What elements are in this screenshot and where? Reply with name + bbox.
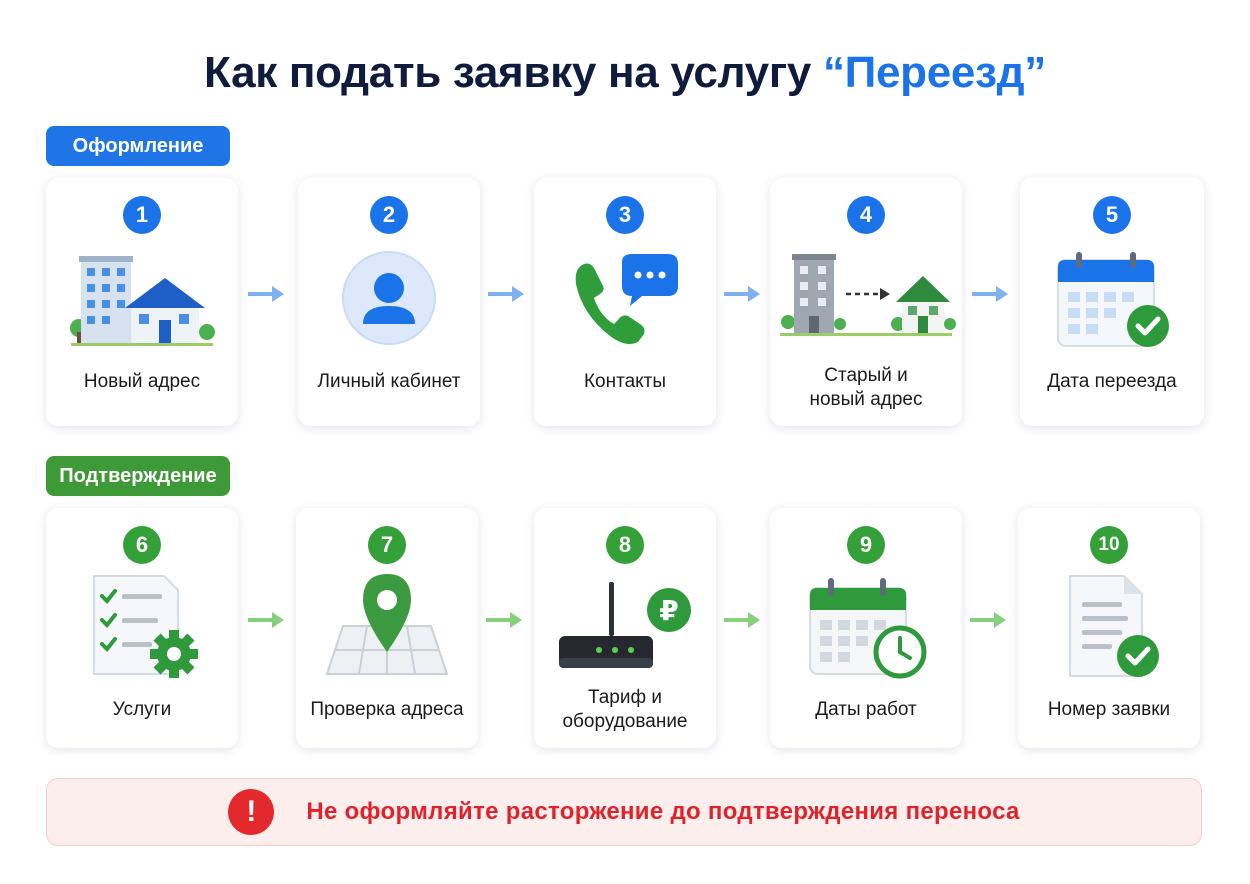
user-account-icon xyxy=(298,250,480,346)
arrow-right-icon xyxy=(724,286,760,302)
step-label-line1: Тариф и xyxy=(587,687,663,708)
step-number-badge: 5 xyxy=(1093,196,1131,234)
calendar-clock-icon xyxy=(770,576,962,680)
router-ruble-icon: ₽ xyxy=(534,580,716,676)
calendar-check-icon xyxy=(1020,250,1204,350)
arrow-right-icon xyxy=(486,612,522,628)
step-number-badge: 7 xyxy=(368,526,406,564)
step-number-badge: 1 xyxy=(123,196,161,234)
step-card-4: 4 Старый и новый адрес xyxy=(770,178,962,426)
section-label-confirmation: Подтверждение xyxy=(46,456,230,496)
arrow-right-icon xyxy=(248,286,284,302)
step-label: Старый и новый адрес xyxy=(776,364,956,412)
step-label: Новый адрес xyxy=(83,371,201,392)
step-number-badge: 3 xyxy=(606,196,644,234)
warning-text: Не оформляйте расторжение до подтвержден… xyxy=(306,798,1020,825)
page-title: Как подать заявку на услугу “Переезд” xyxy=(0,48,1250,98)
step-number-badge: 4 xyxy=(847,196,885,234)
page-title-accent: “Переезд” xyxy=(822,48,1046,97)
step-number-badge: 10 xyxy=(1090,526,1128,564)
arrow-right-icon xyxy=(248,612,284,628)
step-label: Личный кабинет xyxy=(317,371,461,392)
step-card-8: 8 ₽ Тариф и оборудование xyxy=(534,508,716,748)
step-label: Дата переезда xyxy=(1047,371,1177,392)
warning-banner: ! Не оформляйте расторжение до подтвержд… xyxy=(46,778,1202,846)
step-label: Проверка адреса xyxy=(310,699,464,720)
step-card-7: 7 Проверка адреса xyxy=(296,508,478,748)
step-card-6: 6 Услуги xyxy=(46,508,238,748)
section-label-registration: Оформление xyxy=(46,126,230,166)
page-title-prefix: Как подать заявку на услугу xyxy=(203,48,823,97)
document-check-icon xyxy=(1018,572,1200,682)
step-label: Услуги xyxy=(112,699,172,720)
step-number-badge: 2 xyxy=(370,196,408,234)
arrow-right-icon xyxy=(972,286,1008,302)
step-label: Даты работ xyxy=(815,699,917,720)
buildings-house-icon xyxy=(46,244,238,348)
step-number-badge: 9 xyxy=(847,526,885,564)
step-number-badge: 6 xyxy=(123,526,161,564)
step-label-line1: Старый и xyxy=(824,365,908,386)
step-label-line2: оборудование xyxy=(562,711,688,732)
step-card-9: 9 Даты работ xyxy=(770,508,962,748)
arrow-right-icon xyxy=(970,612,1006,628)
step-card-10: 10 Номер заявки xyxy=(1018,508,1200,748)
warning-exclamation-icon: ! xyxy=(228,789,275,835)
services-checklist-icon xyxy=(46,572,238,680)
step-number-badge: 8 xyxy=(606,526,644,564)
step-label-line2: новый адрес xyxy=(809,389,923,410)
step-label: Номер заявки xyxy=(1047,699,1171,720)
step-card-5: 5 Дата переезда xyxy=(1020,178,1204,426)
step-label: Тариф и оборудование xyxy=(540,686,710,734)
map-pin-icon xyxy=(296,572,478,678)
step-card-3: 3 Контакты xyxy=(534,178,716,426)
step-card-2: 2 Личный кабинет xyxy=(298,178,480,426)
phone-chat-icon xyxy=(534,254,716,350)
old-to-new-address-icon xyxy=(770,252,962,338)
arrow-right-icon xyxy=(724,612,760,628)
arrow-right-icon xyxy=(488,286,524,302)
step-card-1: 1 Новый адрес xyxy=(46,178,238,426)
ruble-symbol: ₽ xyxy=(659,593,679,627)
step-label: Контакты xyxy=(583,371,667,392)
